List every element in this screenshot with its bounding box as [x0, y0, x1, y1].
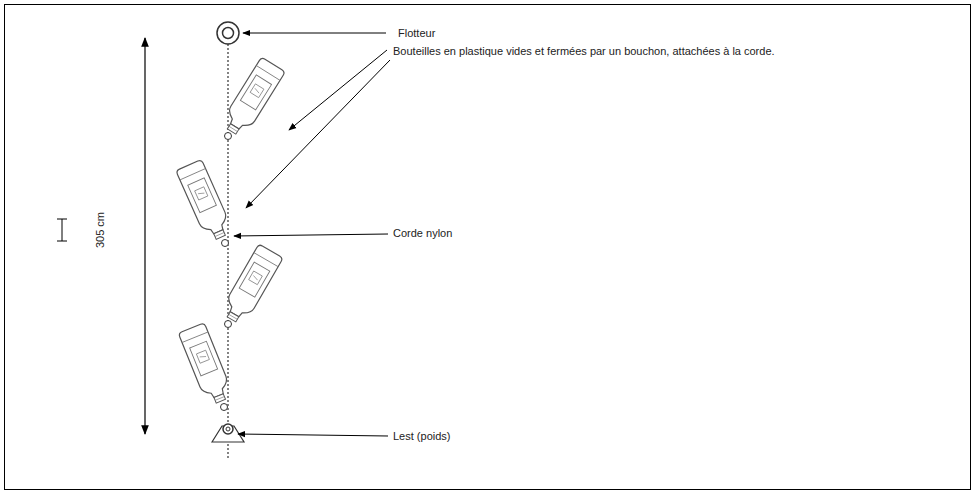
weight-label: Lest (poids) [393, 429, 450, 443]
rope-label: Corde nylon [393, 226, 452, 240]
leader-lines [234, 33, 390, 436]
bottles [176, 57, 285, 410]
dimension-arrow [144, 38, 145, 434]
frame [5, 5, 971, 490]
float-label: Flotteur [398, 26, 435, 40]
float [217, 22, 239, 44]
nylon-rope [227, 44, 228, 458]
scale-bar [57, 219, 67, 241]
bottles-label: Bouteilles en plastique vides et fermées… [393, 44, 775, 58]
dimension-label: 305 cm [93, 212, 107, 248]
weight [212, 424, 244, 442]
